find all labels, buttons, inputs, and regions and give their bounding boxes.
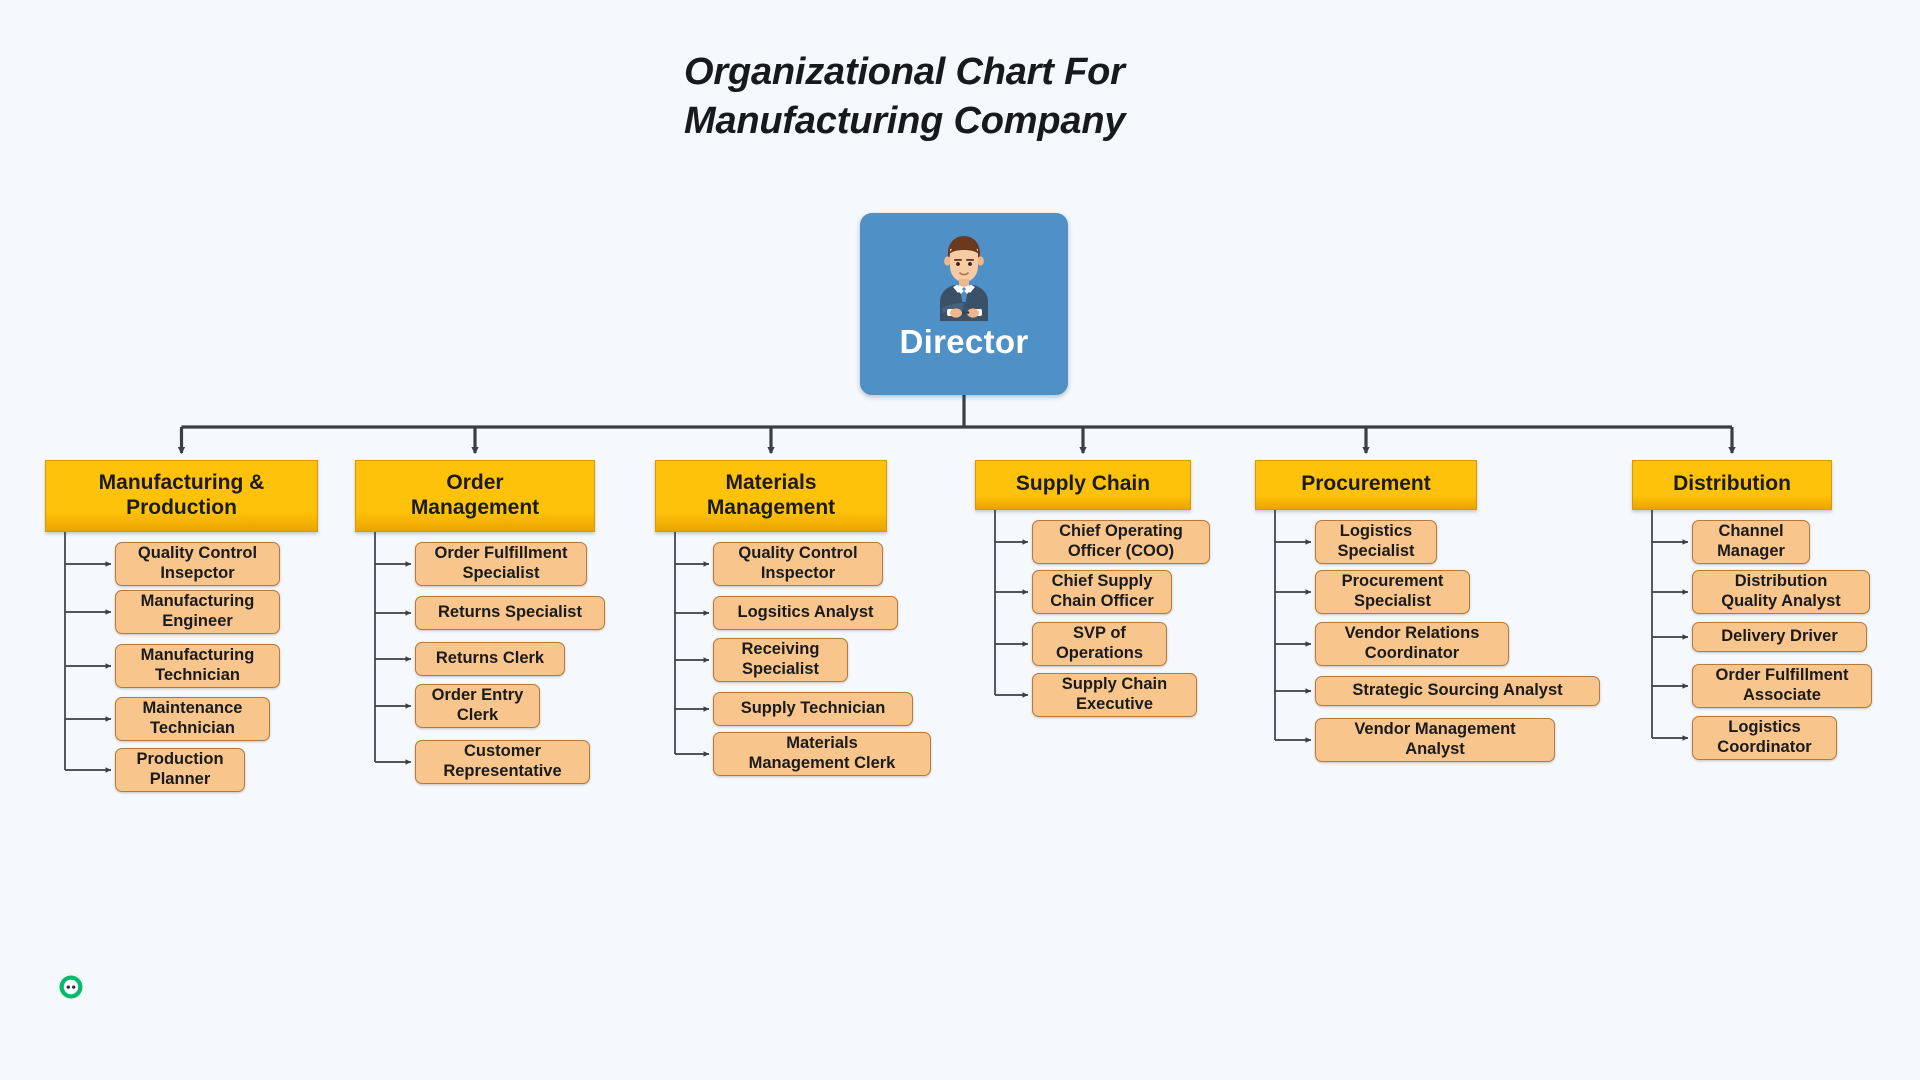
role-node[interactable]: Logistics Specialist <box>1315 520 1437 564</box>
role-node[interactable]: Vendor Management Analyst <box>1315 718 1555 762</box>
root-node-director[interactable]: Director <box>860 213 1068 395</box>
role-node[interactable]: Strategic Sourcing Analyst <box>1315 676 1600 706</box>
role-node[interactable]: Distribution Quality Analyst <box>1692 570 1870 614</box>
role-node[interactable]: Order Entry Clerk <box>415 684 540 728</box>
role-node[interactable]: Quality Control Inspector <box>713 542 883 586</box>
role-node[interactable]: Order Fulfillment Specialist <box>415 542 587 586</box>
role-node[interactable]: Receiving Specialist <box>713 638 848 682</box>
role-node[interactable]: Supply Technician <box>713 692 913 726</box>
role-node[interactable]: Chief Operating Officer (COO) <box>1032 520 1210 564</box>
role-node[interactable]: Logsitics Analyst <box>713 596 898 630</box>
root-node-label: Director <box>899 323 1029 360</box>
role-node[interactable]: Manufacturing Engineer <box>115 590 280 634</box>
role-node[interactable]: Chief Supply Chain Officer <box>1032 570 1172 614</box>
role-node[interactable]: Manufacturing Technician <box>115 644 280 688</box>
department-header-supply-chain[interactable]: Supply Chain <box>975 460 1191 510</box>
businessman-avatar-icon <box>940 236 988 321</box>
department-header-distribution[interactable]: Distribution <box>1632 460 1832 510</box>
chat-bot-badge-icon[interactable] <box>56 972 86 1002</box>
role-node[interactable]: Procurement Specialist <box>1315 570 1470 614</box>
role-node[interactable]: Production Planner <box>115 748 245 792</box>
role-node[interactable]: Returns Specialist <box>415 596 605 630</box>
role-node[interactable]: Logistics Coordinator <box>1692 716 1837 760</box>
department-header-procurement[interactable]: Procurement <box>1255 460 1477 510</box>
role-node[interactable]: Customer Representative <box>415 740 590 784</box>
page-title: Organizational Chart For Manufacturing C… <box>684 51 1126 142</box>
role-node[interactable]: Delivery Driver <box>1692 622 1867 652</box>
department-header-materials-management[interactable]: Materials Management <box>655 460 887 532</box>
role-node[interactable]: Returns Clerk <box>415 642 565 676</box>
role-node[interactable]: Materials Management Clerk <box>713 732 931 776</box>
role-node[interactable]: Supply Chain Executive <box>1032 673 1197 717</box>
role-node[interactable]: SVP of Operations <box>1032 622 1167 666</box>
department-header-manufacturing-production[interactable]: Manufacturing & Production <box>45 460 318 532</box>
role-node[interactable]: Quality Control Insepctor <box>115 542 280 586</box>
role-node[interactable]: Maintenance Technician <box>115 697 270 741</box>
role-node[interactable]: Order Fulfillment Associate <box>1692 664 1872 708</box>
role-node[interactable]: Vendor Relations Coordinator <box>1315 622 1509 666</box>
role-node[interactable]: Channel Manager <box>1692 520 1810 564</box>
department-header-order-management[interactable]: Order Management <box>355 460 595 532</box>
